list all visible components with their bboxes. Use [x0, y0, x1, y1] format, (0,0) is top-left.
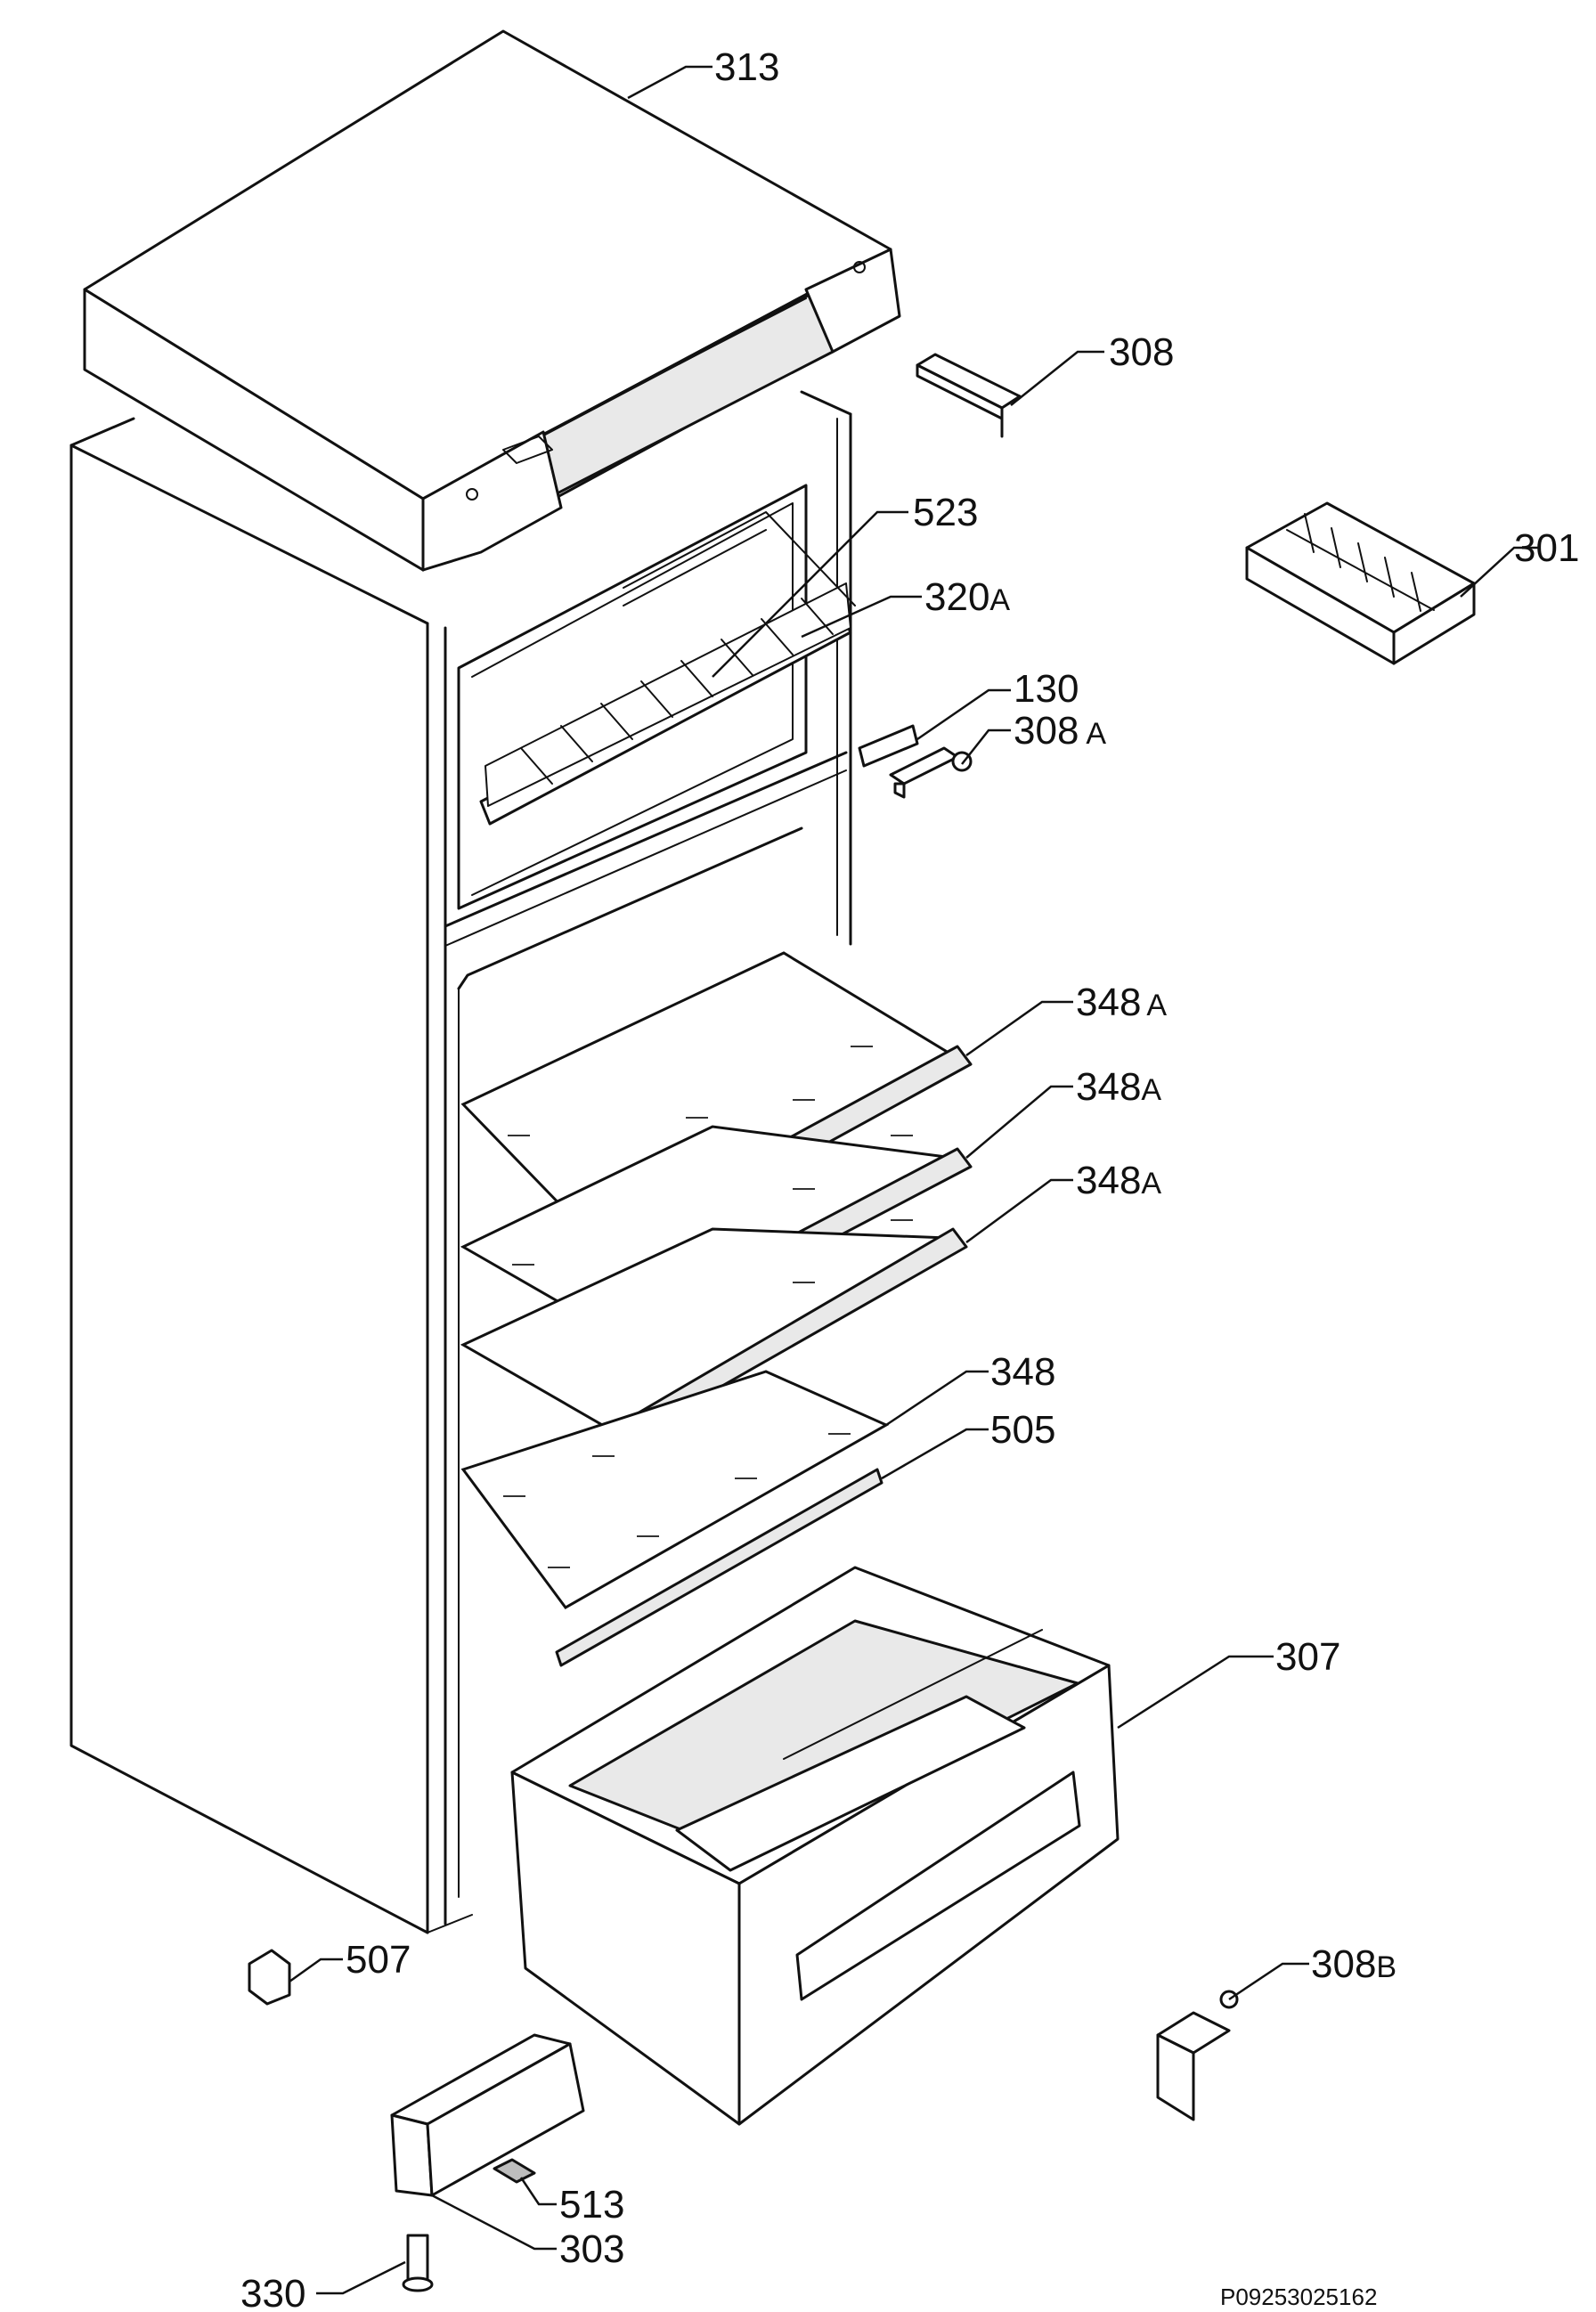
freezer-wire-shelf [479, 511, 856, 826]
glass-shelf-4 [460, 1370, 890, 1609]
leader-lines [289, 65, 1541, 2295]
label-130: 130 [1014, 667, 1079, 711]
label-513: 513 [559, 2183, 624, 2227]
hinge-308B [1156, 1990, 1239, 2121]
top-cover [83, 29, 901, 572]
hinge-308A [889, 746, 973, 799]
ice-tray [1245, 501, 1476, 665]
kickplate-303 [390, 2033, 585, 2197]
label-303: 303 [559, 2227, 624, 2271]
clip-507 [248, 1949, 291, 2006]
label-348A-3: 348A [1076, 1159, 1161, 1202]
label-308: 308 [1109, 330, 1174, 374]
label-507: 507 [346, 1938, 411, 1982]
label-320A: 320A [924, 575, 1010, 619]
label-505: 505 [990, 1408, 1055, 1452]
label-313: 313 [714, 45, 779, 89]
cap-513 [493, 2158, 536, 2184]
label-307: 307 [1275, 1635, 1340, 1679]
adjustable-foot-330 [402, 2234, 434, 2292]
diagram-code: P09253025162 [1220, 2284, 1377, 2310]
label-330: 330 [240, 2272, 305, 2312]
crisper-drawer [510, 1566, 1120, 2126]
label-523: 523 [913, 491, 978, 534]
label-301: 301 [1514, 526, 1579, 570]
hinge-308 [916, 353, 1022, 438]
shelf-trim-505 [555, 1468, 884, 1667]
label-308B: 308B [1311, 1942, 1396, 1986]
label-348A-2: 348A [1076, 1065, 1161, 1109]
label-348: 348 [990, 1350, 1055, 1394]
hinge-cover-130 [858, 724, 919, 768]
